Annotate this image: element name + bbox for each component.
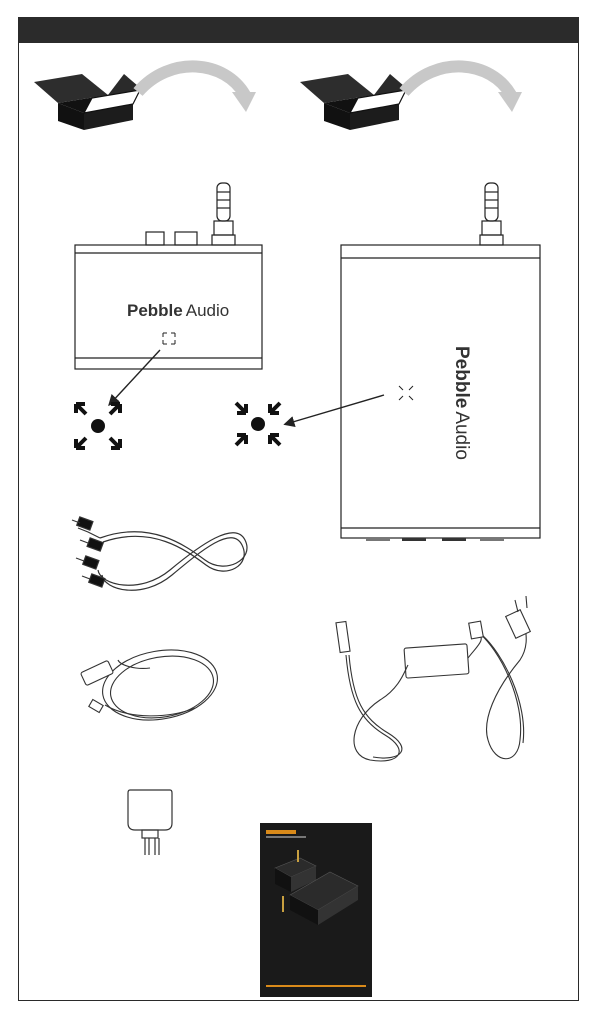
curved-arrow-2: [404, 66, 511, 95]
power-adapter: [336, 596, 530, 761]
pair-expand-icon: [76, 404, 120, 448]
usb-cable: [80, 641, 223, 728]
pair-contract-icon: [236, 403, 280, 445]
receiver-brand: PebbleAudio: [451, 346, 472, 460]
curved-arrow-1: [138, 66, 245, 95]
wall-charger: [128, 790, 172, 855]
receiver-unit: [341, 183, 540, 538]
rca-cable: [72, 517, 247, 590]
transmitter-unit: [75, 183, 262, 369]
open-box-1: [34, 74, 140, 130]
open-box-2: [300, 74, 406, 130]
user-manual: [260, 823, 372, 997]
